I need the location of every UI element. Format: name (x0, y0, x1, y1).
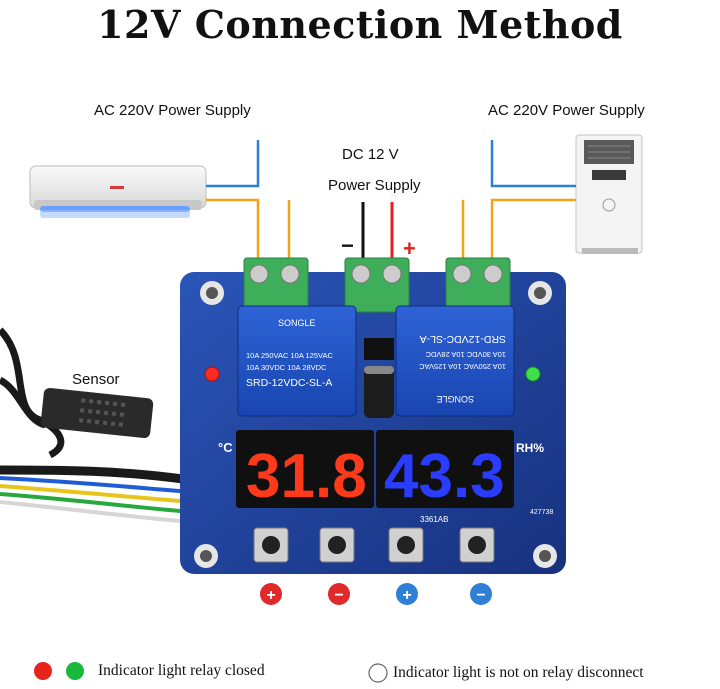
ac-wires (206, 140, 576, 258)
display-temperature: 31.8 (236, 430, 374, 511)
red-led-icon (204, 366, 220, 382)
terminal-blocks (243, 257, 511, 313)
button-indicators: + − + − (260, 583, 492, 605)
relay-spec2-left: 10A 30VDC 10A 28VDC (246, 363, 327, 372)
relay-model-right: SRD-12VDC-SL-A (420, 333, 506, 345)
sensor-label: Sensor (72, 371, 120, 388)
legend-open-text: Indicator light is not on relay disconne… (393, 664, 644, 681)
relay-brand-left: SONGLE (278, 318, 316, 328)
hum-minus-symbol: − (476, 587, 485, 604)
board-buttons (253, 527, 495, 563)
relay-spec2-right: 10A 30VDC 10A 28VDC (425, 350, 506, 359)
relay-spec1-left: 10A 250VAC 10A 125VAC (246, 351, 333, 360)
relay-right: SONGLE 10A 250VAC 10A 125VAC 10A 30VDC 1… (395, 305, 515, 417)
relay-model-left: SRD-12VDC-SL-A (246, 377, 332, 389)
board-code: 427738 (530, 509, 553, 516)
temp-plus-indicator-icon (260, 583, 282, 605)
legend-green-dot-icon (66, 662, 84, 680)
air-cooler-icon (575, 134, 643, 254)
capacitor-icon (364, 338, 394, 418)
humidity-unit: RH% (516, 441, 544, 455)
humidity-readout: 43.3 (384, 442, 505, 511)
ac-left-label: AC 220V Power Supply (94, 102, 251, 119)
dc-label-line1: DC 12 V (342, 146, 399, 163)
temp-minus-symbol: − (334, 587, 343, 604)
legend-red-dot-icon (34, 662, 52, 680)
page-title: 12V Connection Method (97, 2, 623, 47)
legend-off-dot-icon (368, 663, 388, 683)
celsius-unit: °C (218, 440, 233, 455)
relay-brand-right: SONGLE (436, 394, 474, 404)
ac-right-label: AC 220V Power Supply (488, 102, 645, 119)
plus-sign: + (403, 236, 416, 261)
green-led-icon (525, 366, 541, 382)
air-conditioner-icon (29, 165, 207, 218)
temp-minus-indicator-icon (328, 583, 350, 605)
temp-plus-symbol: + (266, 587, 275, 604)
relay-left: SONGLE 10A 250VAC 10A 125VAC 10A 30VDC 1… (237, 305, 357, 417)
hum-plus-symbol: + (402, 587, 411, 604)
temperature-readout: 31.8 (246, 442, 367, 511)
dc-label-line2: Power Supply (328, 177, 421, 194)
sensor-icon (0, 327, 191, 485)
hum-minus-indicator-icon (470, 583, 492, 605)
legend-closed-text: Indicator light relay closed (98, 662, 265, 679)
sensor-cable (0, 476, 193, 524)
display-humidity: 43.3 (376, 430, 514, 511)
chip-code: 3361AB (420, 515, 448, 524)
minus-sign: − (341, 233, 354, 258)
dc-wires (361, 202, 394, 262)
hum-plus-indicator-icon (396, 583, 418, 605)
relay-spec1-right: 10A 250VAC 10A 125VAC (419, 362, 506, 371)
